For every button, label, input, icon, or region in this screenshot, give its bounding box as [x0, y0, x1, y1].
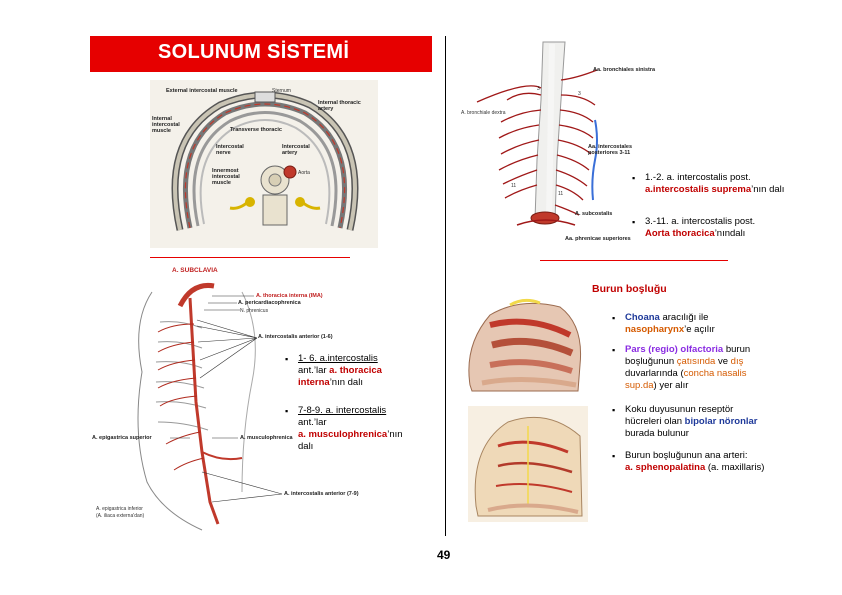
column-divider — [445, 36, 446, 536]
bullet-orange-term-2: dış — [730, 356, 744, 367]
page-title: SOLUNUM SİSTEMİ — [158, 41, 350, 63]
label-number-11-right: 11 — [558, 191, 564, 197]
bullet-text: 1.-2. a. intercostalis post. — [645, 172, 751, 183]
bullet-text: 7-8-9. a. intercostalis — [298, 405, 387, 416]
label-internal-intercostal: Internal intercostal muscle — [152, 116, 180, 134]
label-epigastrica-inferior: A. epigastrica inferior — [96, 506, 143, 512]
nasal-lateral-wall-figure — [468, 406, 588, 522]
bullet-text-suffix: ’nın — [387, 429, 403, 440]
label-external-intercostal: External intercostal muscle — [166, 88, 238, 94]
descending-aorta-figure: Aa. bronchiales sinistra A. bronchiale d… — [457, 40, 657, 245]
subclavia-figure: A. SUBCLAVIA A. thoracica interna (IMA) … — [92, 262, 382, 534]
label-phrenicae-superiores: Aa. phrenicae superiores — [565, 236, 631, 242]
bullet-text-line4: dalı — [298, 441, 314, 452]
bullet-text: 3.-11. a. intercostalis post. — [645, 216, 756, 227]
bullet-text-suffix: ’nın dalı — [329, 377, 363, 388]
label-intercostal-artery: Intercostal artery — [282, 144, 310, 156]
bullet-text-line3: burada bulunur — [625, 428, 689, 439]
bullet-red-term: a. sphenopalatina — [625, 462, 706, 473]
label-pericardiacophrenica: A. pericardiacophrenica — [238, 300, 301, 306]
bullet-orange-term-4: sup.da — [625, 380, 654, 391]
label-aorta: Aorta — [298, 170, 310, 176]
label-intercostalis-anterior-1-6: A. intercostalis anterior (1-6) — [258, 334, 333, 340]
label-transverse-thoracic: Transverse thoracic — [230, 127, 282, 133]
bullet-red-term: a. thoracica — [329, 365, 382, 376]
bullet-red-term: a.intercostalis suprema — [645, 184, 752, 195]
nasal-cavity-illustration — [460, 295, 588, 395]
label-n-phrenicus: N. phrenicus — [240, 308, 269, 314]
nasal-wall-illustration — [468, 406, 588, 522]
bullet-red-term-cont: interna — [298, 377, 330, 388]
label-a-subclavia: A. SUBCLAVIA — [172, 267, 218, 274]
bullet-blue-term: bipolar nöronlar — [684, 416, 758, 427]
bullet-text-suffix: ’nın dalı — [751, 184, 785, 195]
bullet-text-line4: ) yer alır — [653, 380, 689, 391]
label-subcostalis: A. subcostalis — [575, 211, 613, 217]
bullet-text-line2: boşluğunun — [625, 356, 677, 367]
bullet-text: aracılığı ile — [659, 312, 709, 323]
thorax-illustration — [150, 80, 378, 248]
thorax-cross-section-figure: External intercostal muscle Internal int… — [150, 80, 378, 248]
label-intercostal-nerve: Intercostal nerve — [216, 144, 244, 156]
label-intercostalis-anterior-7-9: A. intercostalis anterior (7-9) — [284, 491, 359, 497]
nose-section-heading: Burun boşluğu — [592, 283, 667, 295]
bullet-text: 1- 6. a.intercostalis — [298, 353, 378, 364]
label-sternum: Sternum — [272, 88, 291, 94]
label-number-3-left: 3 — [537, 86, 540, 92]
separator-left — [150, 257, 350, 258]
label-number-3-right: 3 — [578, 91, 581, 97]
bullet-text-line3: duvarlarında ( — [625, 368, 684, 379]
separator-right — [540, 260, 728, 261]
bullet-red-term: Aorta thoracica — [645, 228, 715, 239]
label-thoracica-interna: A. thoracica interna (IMA) — [256, 293, 323, 299]
label-musculophrenica: A. musculophrenica — [240, 435, 293, 441]
label-iliaca-externa: (A. iliaca externa'dan) — [96, 513, 145, 519]
bullet-text: burun — [723, 344, 751, 355]
label-innermost-intercostal: Innermost intercostal muscle — [212, 168, 240, 186]
title-banner: SOLUNUM SİSTEMİ — [90, 36, 432, 72]
bullet-text-joiner: ve — [715, 356, 731, 367]
label-number-11-left: 11 — [511, 183, 517, 189]
nasal-sagittal-figure — [460, 295, 588, 395]
bullet-orange-term-3: concha nasalis — [683, 368, 747, 379]
bullet-orange-term: çatısında — [676, 356, 716, 367]
bullet-text-suffix: ’nındalı — [714, 228, 746, 239]
thoracic-wall-illustration — [137, 282, 283, 531]
label-internal-thoracic-artery: Internal thoracic artery — [318, 100, 361, 112]
bullet-text: Burun boşluğunun ana arteri: — [625, 450, 748, 461]
label-bronchiales-sinistra: Aa. bronchiales sinistra — [593, 67, 656, 73]
bullet-text-line2: ant.’lar — [298, 417, 327, 428]
bullet-red-term: a. musculophrenica — [298, 429, 388, 440]
bullet-text-suffix: (a. maxillaris) — [705, 462, 765, 473]
label-bronchiale-dextra: A. bronchiale dextra — [461, 110, 506, 116]
page-number: 49 — [437, 548, 451, 562]
label-intercostales-posteriores: Aa. intercostales posteriores 3-11 — [588, 144, 633, 156]
bullet-text-prefix: ant.’lar — [298, 365, 330, 376]
bullet-text-line2: hücreleri olan — [625, 416, 685, 427]
bullet-orange-term: nasopharynx — [625, 324, 685, 335]
label-epigastrica-superior: A. epigastrica superior — [92, 435, 152, 441]
aorta-illustration — [476, 41, 598, 226]
bullet-text-suffix: ’e açılır — [684, 324, 715, 335]
bullet-blue-term: Choana — [625, 312, 660, 323]
bullet-text: Koku duyusunun reseptör — [625, 404, 734, 415]
bullet-purple-term: Pars (regio) olfactoria — [625, 344, 724, 355]
